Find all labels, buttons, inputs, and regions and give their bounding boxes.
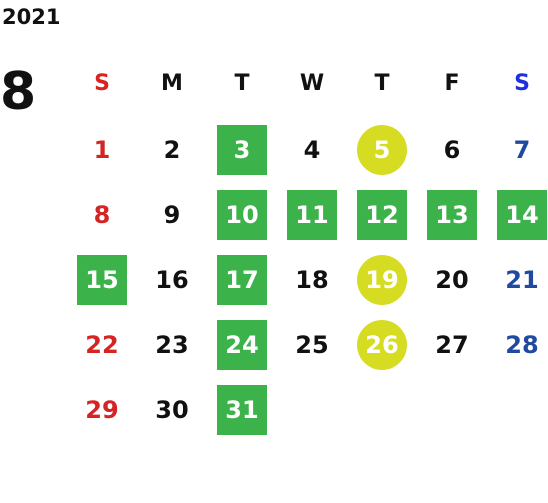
day-cell-4[interactable]: 4 [303, 136, 321, 164]
day-cell-23[interactable]: 23 [155, 331, 189, 359]
day-cell-5[interactable]: 5 [357, 125, 407, 175]
day-cell-31[interactable]: 31 [217, 385, 267, 435]
day-cell-24[interactable]: 24 [217, 320, 267, 370]
day-cell-26[interactable]: 26 [357, 320, 407, 370]
day-cell-20[interactable]: 20 [435, 266, 469, 294]
day-cell-8[interactable]: 8 [93, 201, 111, 229]
day-cell-25[interactable]: 25 [295, 331, 329, 359]
day-cell-6[interactable]: 6 [443, 136, 461, 164]
day-cell-16[interactable]: 16 [155, 266, 189, 294]
day-cell-12[interactable]: 12 [357, 190, 407, 240]
day-cell-11[interactable]: 11 [287, 190, 337, 240]
day-cell-7[interactable]: 7 [513, 136, 531, 164]
day-cell-2[interactable]: 2 [163, 136, 181, 164]
weekday-header-wed: W [299, 70, 325, 96]
day-cell-19[interactable]: 19 [357, 255, 407, 305]
weekday-header-fri: F [444, 70, 460, 96]
month-number: 8 [0, 62, 37, 122]
day-cell-13[interactable]: 13 [427, 190, 477, 240]
weekday-header-thu: T [374, 70, 390, 96]
weekday-header-mon: M [161, 70, 183, 96]
year-label: 2021 [2, 5, 61, 29]
day-cell-30[interactable]: 30 [155, 396, 189, 424]
weekday-header-sun: S [94, 70, 110, 96]
day-cell-15[interactable]: 15 [77, 255, 127, 305]
day-cell-3[interactable]: 3 [217, 125, 267, 175]
day-cell-18[interactable]: 18 [295, 266, 329, 294]
day-cell-1[interactable]: 1 [93, 136, 111, 164]
weekday-header-sat: S [514, 70, 530, 96]
day-cell-21[interactable]: 21 [505, 266, 539, 294]
day-cell-14[interactable]: 14 [497, 190, 547, 240]
day-cell-10[interactable]: 10 [217, 190, 267, 240]
day-cell-9[interactable]: 9 [163, 201, 181, 229]
day-cell-17[interactable]: 17 [217, 255, 267, 305]
day-cell-28[interactable]: 28 [505, 331, 539, 359]
day-cell-27[interactable]: 27 [435, 331, 469, 359]
day-cell-22[interactable]: 22 [85, 331, 119, 359]
weekday-header-tue: T [234, 70, 250, 96]
day-cell-29[interactable]: 29 [85, 396, 119, 424]
